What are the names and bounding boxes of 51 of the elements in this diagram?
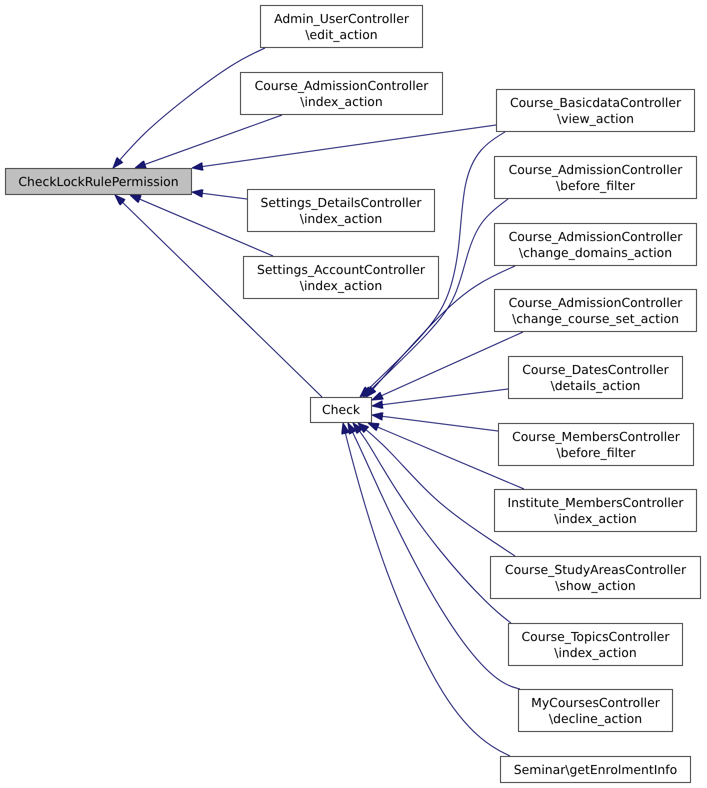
function-name: Course_BasicdataController \view_action xyxy=(510,94,682,126)
call-arrow xyxy=(368,422,524,490)
function-box xyxy=(498,423,694,466)
function-box xyxy=(518,689,673,732)
function-name: Course_AdmissionController \index_action xyxy=(254,78,428,110)
function-name: Course_AdmissionController \before_filter xyxy=(508,162,682,194)
function-name: Course_StudyAreasController \show_action xyxy=(504,562,686,594)
function-name: Admin_UserController \edit_action xyxy=(274,10,409,42)
call-arrow xyxy=(192,188,248,200)
call-arrow xyxy=(341,422,510,756)
function-box xyxy=(494,156,697,199)
function-name: Settings_AccountController \index_action xyxy=(257,262,425,294)
function-box xyxy=(508,623,683,666)
function-box xyxy=(494,489,697,532)
function-name: Institute_MembersController \index_action xyxy=(507,494,684,526)
call-arrow xyxy=(348,422,520,690)
call-arrow xyxy=(134,114,282,169)
call-arrow xyxy=(362,198,508,398)
function-box xyxy=(260,5,423,48)
function-box xyxy=(310,397,372,423)
function-name: Seminar\getEnrolmentInfo xyxy=(514,762,678,778)
function-name: Settings_DetailsController \index_action xyxy=(260,194,422,226)
call-arrow xyxy=(372,388,508,410)
call-arrow xyxy=(366,266,516,398)
call-arrow xyxy=(360,132,506,398)
function-name: Check xyxy=(322,402,360,418)
function-box xyxy=(5,168,192,195)
call-arrow xyxy=(112,48,266,168)
function-box xyxy=(247,189,435,232)
function-name: MyCoursesController \decline_action xyxy=(531,694,660,726)
function-name: Course_MembersController \before_filter xyxy=(512,428,680,460)
function-box xyxy=(490,556,701,599)
call-arrow xyxy=(192,124,496,171)
call-arrow xyxy=(372,332,524,400)
call-arrow xyxy=(372,412,498,432)
call-arrow xyxy=(114,194,322,398)
function-name: Course_AdmissionController \change_course_set_action xyxy=(508,294,682,326)
function-name: CheckLockRulePermission xyxy=(18,174,179,190)
function-box xyxy=(494,223,697,266)
function-box xyxy=(240,72,443,115)
function-box xyxy=(494,289,697,332)
function-name: Course_TopicsController \index_action xyxy=(521,628,670,660)
call-arrow xyxy=(352,422,512,624)
function-box xyxy=(508,356,683,399)
function-box xyxy=(496,89,695,132)
function-box xyxy=(500,756,691,783)
function-name: Course_AdmissionController \change_domains_action xyxy=(508,228,682,260)
call-arrow xyxy=(130,194,274,256)
function-box xyxy=(243,256,439,299)
call-arrow xyxy=(358,422,516,556)
function-name: Course_DatesController \details_action xyxy=(522,362,669,394)
